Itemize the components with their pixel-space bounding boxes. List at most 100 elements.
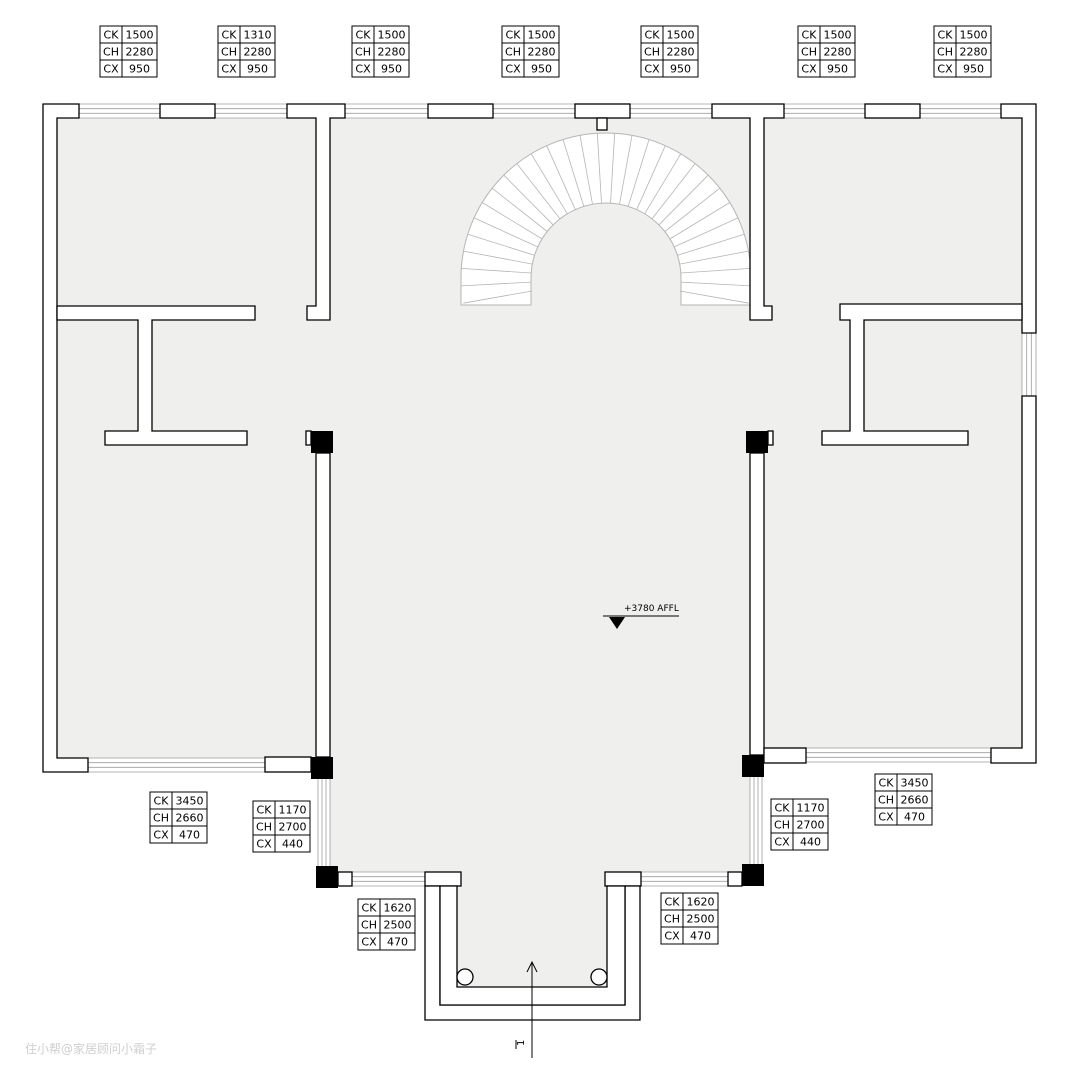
window (215, 103, 287, 119)
sill-height-label: CX (644, 63, 660, 76)
stair-tread (503, 174, 554, 226)
wall-left-exterior (42, 103, 89, 773)
wall-bay-left-block (424, 871, 462, 887)
window (806, 747, 991, 763)
entrance-arrow: 1 (515, 960, 538, 1058)
stair-tread (562, 139, 585, 207)
window-height-label: CH (221, 46, 237, 59)
wall-bottom-right-pier (727, 871, 743, 887)
window-frame (345, 104, 428, 118)
window-frame (215, 104, 287, 118)
window-width-label: CK (257, 804, 273, 817)
sill-height-value: 950 (531, 63, 552, 76)
sill-height-value: 950 (827, 63, 848, 76)
stair-tread (644, 153, 682, 214)
window-tag-frame (501, 25, 560, 78)
window-tag-frame (770, 798, 829, 851)
sill-height-label: CX (774, 836, 790, 849)
stair-tread (619, 135, 633, 205)
wall-left-partition (286, 103, 346, 321)
stair-tread (627, 139, 650, 207)
window (317, 779, 331, 866)
window-frame (630, 104, 712, 118)
stair-tread (596, 133, 602, 204)
wall-column-cap-right (767, 430, 774, 446)
window-width-value: 1500 (960, 29, 988, 42)
elevation-mark-text: +3780 AFFL (624, 604, 679, 614)
elevation-mark: +3780 AFFL (603, 604, 679, 629)
entrance-column-right (590, 968, 608, 986)
column (311, 757, 333, 779)
window-width-value: 1170 (279, 804, 307, 817)
window-tag-frame (797, 25, 856, 78)
window-height-value: 2280 (244, 46, 272, 59)
sill-height-value: 470 (387, 936, 408, 949)
window-tag-frame (252, 800, 311, 853)
window-width-value: 1500 (528, 29, 556, 42)
wall-right-closet-partition (821, 303, 1023, 446)
wall-top-pier-center (574, 103, 631, 119)
sill-height-value: 950 (963, 63, 984, 76)
sill-height-label: CX (361, 936, 377, 949)
window (345, 103, 428, 119)
window-tag-frame (874, 773, 933, 826)
column (746, 431, 768, 453)
window-width-label: CK (775, 802, 791, 815)
wall-right-bottom-pier (763, 747, 807, 764)
stair-tread (674, 217, 739, 248)
stair-tread (664, 187, 721, 232)
window-tag-frame (149, 791, 208, 844)
window-height-label: CH (361, 919, 377, 932)
window-frame (318, 779, 330, 866)
watermark: 住小帮@家居顾问小霜子 (25, 1041, 157, 1056)
walls (42, 103, 1037, 1021)
stair-tread (461, 281, 532, 287)
stair-tread (530, 153, 568, 214)
stair-tread (463, 250, 533, 265)
sill-height-label: CX (878, 811, 894, 824)
floor-left-opening (316, 320, 330, 431)
staircase-outline (460, 132, 752, 306)
sill-height-label: CX (153, 829, 169, 842)
stair-tread (658, 174, 709, 226)
column (311, 431, 333, 453)
stair-tread (680, 281, 751, 287)
stair-tread (481, 202, 543, 240)
window-height-label: CH (937, 46, 953, 59)
window-frame (806, 748, 991, 762)
stair-tread (651, 163, 696, 220)
sill-height-value: 440 (282, 838, 303, 851)
section-mark: 1 (516, 1040, 527, 1046)
window-tag-frame (357, 898, 416, 951)
window-width-label: CK (356, 29, 372, 42)
window-width-label: CK (222, 29, 238, 42)
window-height-label: CH (153, 812, 169, 825)
window-frame (79, 104, 160, 118)
window-height-label: CH (103, 46, 119, 59)
window (784, 103, 865, 119)
window-tag-frame (640, 25, 699, 78)
sill-height-label: CX (505, 63, 521, 76)
window-width-label: CK (645, 29, 661, 42)
wall-column-cap-left (305, 430, 312, 446)
sill-height-label: CX (103, 63, 119, 76)
wall-right-exterior-upper (1000, 103, 1037, 334)
stair-tread (610, 133, 616, 204)
stair-tread (467, 233, 535, 256)
windows (79, 103, 1037, 887)
window-width-value: 1500 (378, 29, 406, 42)
window-height-value: 2660 (176, 812, 204, 825)
wall-entrance-bay-step (439, 885, 626, 1006)
window-width-label: CK (802, 29, 818, 42)
window-width-value: 3450 (901, 777, 929, 790)
wall-notch (596, 117, 608, 131)
structural-columns (311, 431, 768, 888)
sill-height-label: CX (937, 63, 953, 76)
window-height-value: 2280 (824, 46, 852, 59)
window-width-value: 1500 (667, 29, 695, 42)
